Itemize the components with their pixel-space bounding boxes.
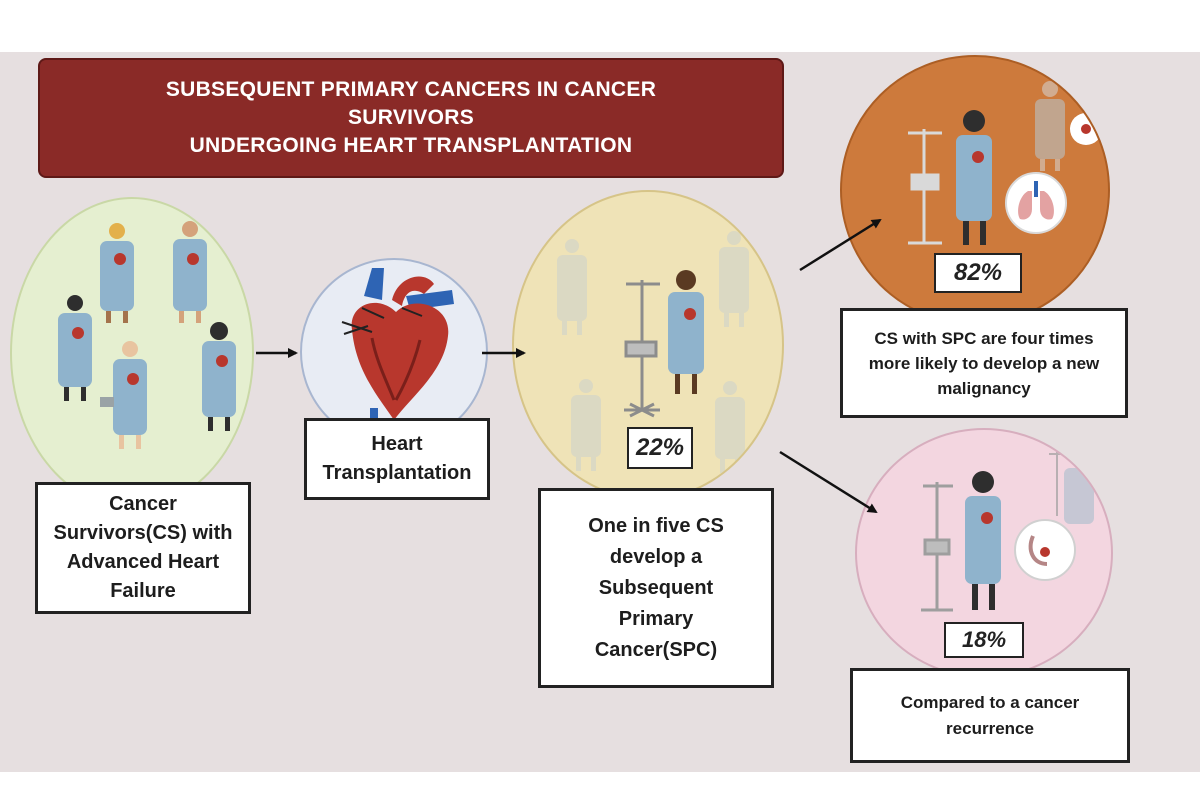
- patient-figure-icon: [571, 379, 601, 471]
- title-line-1: SUBSEQUENT PRIMARY CANCERS IN CANCER SUR…: [165, 78, 657, 129]
- survivors-circle: [10, 197, 254, 509]
- patient-figure-icon: [1035, 81, 1065, 171]
- patient-figure-icon: [668, 270, 704, 394]
- iv-pole-icon: [921, 482, 953, 612]
- patient-figure-icon: [1064, 450, 1094, 524]
- spc-illustration: [557, 231, 749, 473]
- survivors-illustration: [58, 221, 236, 449]
- spc-percent: 22%: [627, 427, 693, 469]
- new-malignancy-label: CS with SPC are four times more likely t…: [868, 328, 1100, 398]
- heart-transplant-label-box: Heart Transplantation: [304, 418, 490, 500]
- patient-figure-icon: [956, 110, 992, 245]
- patient-figure-icon: [100, 341, 147, 449]
- patient-figure-icon: [715, 381, 745, 473]
- patient-figure-icon: [719, 231, 749, 327]
- recurrence-illustration: [921, 450, 1111, 612]
- patient-figure-icon: [202, 322, 236, 431]
- recurrence-label: Compared to a cancer recurrence: [900, 692, 1080, 738]
- lungs-icon: [1018, 181, 1054, 220]
- patient-figure-icon: [557, 239, 587, 335]
- patient-figure-icon: [100, 223, 134, 323]
- iv-pole-icon: [908, 129, 942, 245]
- new-malignancy-illustration: [908, 81, 1102, 245]
- heart-icon: [341, 268, 454, 438]
- survivors-label-box: Cancer Survivors(CS) with Advanced Heart…: [35, 482, 251, 614]
- patient-figure-icon: [965, 471, 1001, 610]
- iv-pole-icon: [1049, 452, 1065, 516]
- patient-figure-icon: [173, 221, 207, 323]
- iv-pole-icon: [624, 280, 660, 418]
- recurrence-label-box: Compared to a cancer recurrence: [850, 668, 1130, 763]
- new-malignancy-label-box: CS with SPC are four times more likely t…: [840, 308, 1128, 418]
- breast-icon: [1028, 535, 1050, 566]
- heart-circle: [300, 258, 488, 446]
- figure-title: SUBSEQUENT PRIMARY CANCERS IN CANCER SUR…: [101, 76, 721, 160]
- heart-transplant-label: Heart Transplantation: [322, 433, 472, 484]
- patient-figure-icon: [58, 295, 92, 401]
- title-banner: SUBSEQUENT PRIMARY CANCERS IN CANCER SUR…: [38, 58, 784, 178]
- recurrence-percent: 18%: [944, 622, 1024, 658]
- spc-label-box: One in five CS develop a Subsequent Prim…: [538, 488, 774, 688]
- breast-icon: [1097, 474, 1111, 506]
- title-line-2: UNDERGOING HEART TRANSPLANTATION: [189, 134, 633, 157]
- spc-label: One in five CS develop a Subsequent Prim…: [588, 514, 724, 661]
- survivors-label: Cancer Survivors(CS) with Advanced Heart…: [53, 493, 233, 602]
- new-malignancy-percent: 82%: [934, 253, 1022, 293]
